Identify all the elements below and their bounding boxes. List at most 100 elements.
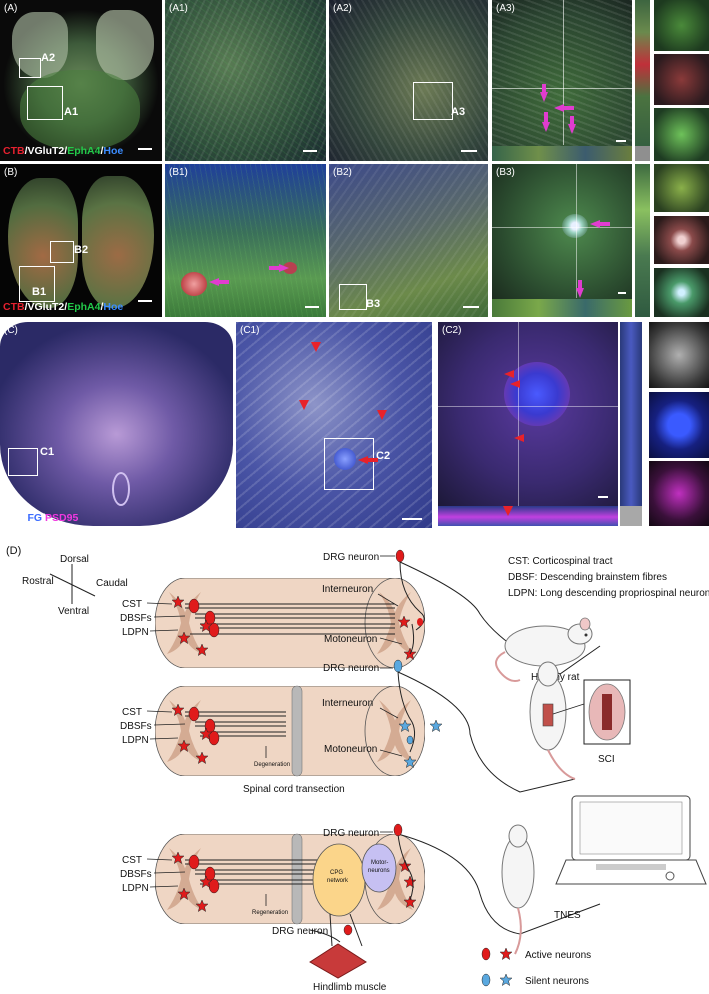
spinal-cord-segment [155,578,425,668]
scale-bar [616,140,626,142]
panel-a1-zoom: (A1) [165,0,326,161]
panel-b1-zoom: (B1) [165,164,326,317]
red-arrows [503,506,513,516]
abbrev-dbsf: DBSF: Descending brainstem fibres [508,572,667,583]
stain-legend: CTB/VGluT2/EphA4/Hoe [3,145,124,157]
panel-c2-orthogonal: (C2) [438,322,618,506]
panel-c2-xz-strip [438,506,618,526]
hindlimb-muscle-shape [309,943,367,979]
roi-label-a3: A3 [451,106,466,118]
scale-bar [598,496,608,498]
label-ldpn: LDPN [122,883,149,894]
silent-interneuron [406,735,414,745]
stain-legend: CTB/VGluT2/EphA4/Hoe [3,301,124,313]
fg-neuron [504,362,570,426]
ctb-cell-1 [181,272,207,296]
roi-label-b1: B1 [32,286,47,298]
label-leaders [146,555,403,645]
label-drg-neuron: DRG neuron [323,663,379,674]
channel-merge-a3 [654,108,709,161]
arrowhead-2 [510,380,520,388]
channel-magenta-c2 [649,461,709,526]
legend-active-star [500,948,512,960]
panel-label: (B2) [333,167,352,178]
label-ldpn: LDPN [122,735,149,746]
silent-neuron-star [430,720,442,732]
panel-c2-corner [620,506,642,526]
tract-ovals [188,854,220,894]
label-tnes: TNES [554,910,581,921]
section-right-half [82,176,154,308]
roi-box-b3 [339,284,367,310]
roi-box-b2 [50,241,74,263]
tissue-texture [165,0,326,161]
label-cpg-line2: network [327,878,349,884]
label-interneuron: Interneuron [322,584,373,595]
arrowhead-1 [311,342,321,352]
panel-c-spinal-section: (C) C1 CTB/FG/PSD95 [0,322,233,528]
lesion-site [291,833,303,925]
drg-neuron-lower [343,924,353,936]
axis-caudal-label: Caudal [96,578,128,589]
panel-c2-yz-strip [620,322,642,506]
label-cst: CST [122,599,142,610]
arrow-up-2 [540,92,548,102]
channel-red-b3 [654,216,709,264]
scale-bar [618,292,626,294]
tissue-texture [329,164,488,317]
section-dorsal-horn-right [96,10,154,80]
descending-tracts [185,603,395,635]
xz-strip [492,299,632,317]
legend-active-drg [481,947,491,961]
label-leaders [146,667,403,758]
label-dbsfs: DBSFs [120,869,152,880]
tract-ovals [188,706,220,746]
tnes-rat-illustration [501,824,535,955]
fg-neuron [334,448,356,470]
panel-a3-orthogonal: (A3) [492,0,632,161]
roi-box-c2 [324,438,374,490]
magenta-arrows [540,84,576,134]
label-silent-neurons: Silent neurons [525,976,589,987]
channel-merge-b3 [654,268,709,317]
stain-legend: CTB/FG/PSD95 [3,512,79,524]
roi-box-a1 [27,86,63,120]
lesion-site [291,685,303,777]
panel-label: (A) [4,3,18,14]
roi-label-c2: C2 [376,450,391,462]
crosshair-vertical [563,0,564,145]
arrowhead-xz [503,506,513,516]
label-interneuron: Interneuron [322,698,373,709]
roi-label-b2: B2 [74,244,89,256]
crosshair-horizontal [438,406,618,407]
panel-b2-zoom: (B2) B3 [329,164,488,317]
panel-d-schematic: (D) Dorsal Rostral Caudal Ventral CST: C… [6,545,709,993]
neuron-legend: Active neurons Silent neurons [481,947,591,987]
panel-a2-zoom: (A2) A3 [329,0,488,161]
legend-silent-drg [481,973,491,987]
panel-b-spinal-section: (B) B2 B1 CTB/VGluT2/EphA4/Hoe [0,164,162,317]
scale-bar [303,150,317,152]
label-hindlimb-muscle: Hindlimb muscle [313,982,387,993]
tract-ovals [188,598,220,638]
roi-label-a2: A2 [41,52,56,64]
magenta-arrows [209,264,289,286]
panel-b3-yz-strip [635,164,650,317]
orientation-axes: Dorsal Rostral Caudal Ventral [22,554,128,617]
arrow-left-1 [554,104,564,112]
channel-green-a3 [654,0,709,51]
label-leaders [146,831,393,906]
drg-neuron-silent [393,659,403,673]
panel-a-spinal-section: (A) A2 A1 CTB/VGluT2/EphA4/Hoe [0,0,162,161]
stimulator-laptop [555,795,707,885]
axis-dorsal-label: Dorsal [60,554,89,565]
arrow-right-1 [279,264,289,272]
panel-a3-yz-strip [635,0,650,161]
scale-bar [305,306,319,308]
arrow-left-1 [209,278,219,286]
axis-ventral-label: Ventral [58,606,89,617]
channel-blue-c2 [649,392,709,458]
roi-box-b1 [19,266,55,302]
scale-bar [202,518,224,520]
xz-strip [492,146,632,161]
